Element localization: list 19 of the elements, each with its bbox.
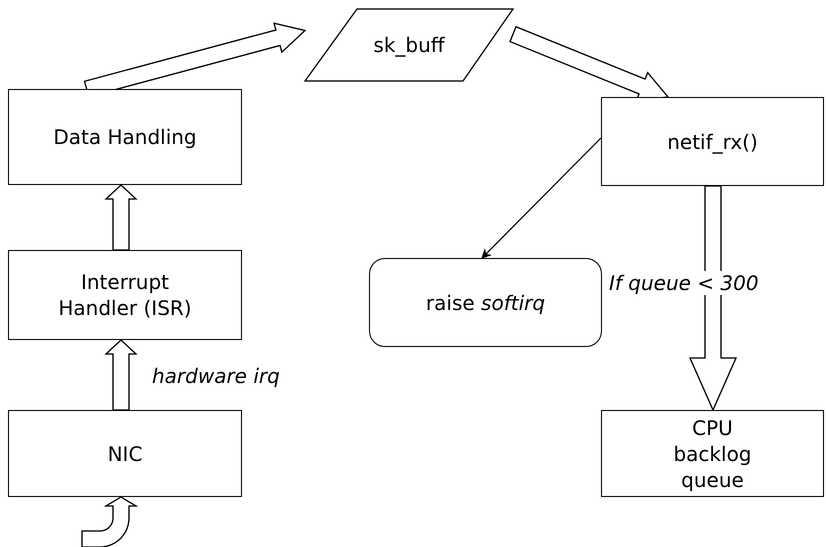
node-label: Data Handling <box>53 124 197 150</box>
arrow <box>481 138 602 259</box>
node-label: raise softirq <box>426 290 546 316</box>
node-label: CPU backlog queue <box>672 414 753 492</box>
process-box <box>601 410 824 497</box>
edge-label: If queue < 300 <box>607 271 761 295</box>
node-label: NIC <box>108 440 142 466</box>
block-arrow <box>104 184 138 251</box>
block-arrow <box>104 339 138 411</box>
process-box <box>8 89 242 185</box>
rounded-box <box>369 258 602 347</box>
data-parallelogram <box>305 9 513 81</box>
process-box <box>601 97 824 186</box>
node-label: netif_rx() <box>667 128 758 154</box>
node-label: sk_buff <box>373 32 445 58</box>
block-arrow <box>81 496 138 547</box>
process-box <box>8 410 242 497</box>
process-box <box>8 250 242 340</box>
node-label: Interrupt Handler (ISR) <box>57 269 193 321</box>
